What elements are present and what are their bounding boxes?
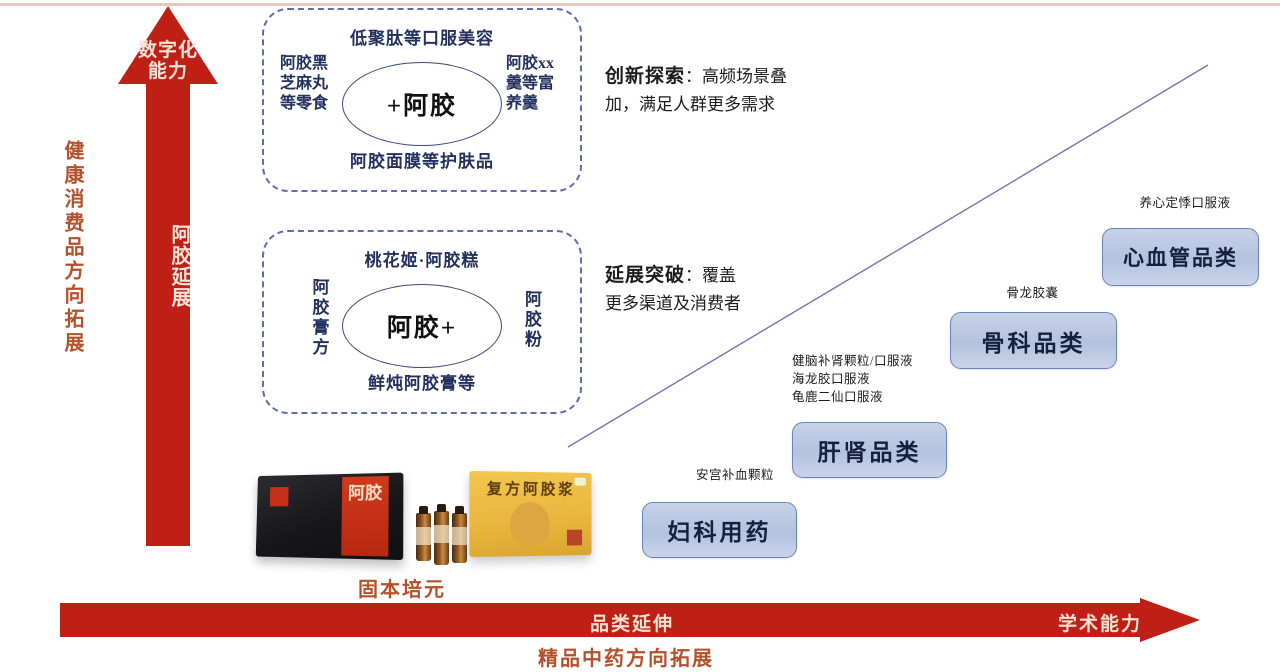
annotation-innovation-line1: 高频场景叠 (702, 67, 788, 86)
vertical-arrow-mid-label: 阿胶延展 (168, 224, 190, 308)
arrow-shaft-vertical (146, 83, 190, 546)
category-gynecology[interactable]: 妇科用药 (642, 502, 797, 558)
plus-ejiao-box-left-caption: 阿胶膏方 (309, 278, 329, 358)
ejiao-plus-box-right-caption: 阿胶xx 羹等富 养羹 (506, 55, 555, 112)
arrow-shaft-horizontal (60, 603, 1145, 637)
ejiao-plus-core-ellipse: +阿胶 (342, 62, 502, 146)
vertical-axis-title: 健康消费品方向拓展 (61, 140, 83, 356)
black-box-red-panel: 阿胶 (341, 475, 389, 557)
arrow-head-up-icon (118, 6, 218, 84)
product-black-gift-box: 阿胶 (252, 460, 422, 565)
vial-2-label (434, 525, 449, 543)
product-gold-gift-box: 复方阿胶浆 (408, 462, 598, 567)
vial-2 (434, 504, 449, 565)
black-box-seal (269, 486, 289, 507)
annotation-extension-line2: 更多渠道及消费者 (605, 293, 741, 313)
plus-ejiao-core-ellipse: 阿胶+ (342, 284, 502, 368)
cardiovascular-note: 养心定悸口服液 (1139, 196, 1231, 210)
liver-kidney-note: 健脑补肾颗粒/口服液 海龙胶口服液 龟鹿二仙口服液 (792, 354, 913, 405)
annotation-extension-line1: 覆盖 (702, 266, 737, 285)
vertical-arrow-top-label: 数字化 能力 (137, 40, 198, 83)
plus-ejiao-box-right-caption: 阿胶粉 (522, 290, 541, 350)
bottom-caption-below: 精品中药方向拓展 (538, 648, 714, 670)
category-cardiovascular[interactable]: 心血管品类 (1102, 228, 1259, 286)
vial-1 (416, 506, 431, 561)
gold-box-body: 复方阿胶浆 (469, 470, 592, 558)
plus-ejiao-box-top-caption: 桃花姬·阿胶糕 (364, 251, 480, 270)
gold-box-label: 复方阿胶浆 (486, 481, 576, 499)
arrow-head-right-icon (1140, 598, 1200, 642)
vertical-growth-arrow: 数字化 能力 阿胶延展 (118, 6, 218, 546)
plus-ejiao-box-bottom-caption: 鲜炖阿胶膏等 (368, 374, 476, 393)
gold-box-stamp-icon (566, 529, 583, 546)
black-box-body: 阿胶 (255, 472, 404, 561)
black-box-label: 阿胶 (347, 483, 383, 503)
vial-1-label (416, 527, 431, 545)
annotation-extension: 延展突破：覆盖 更多渠道及消费者 (605, 262, 885, 316)
ejiao-plus-box-left-caption: 阿胶黑 芝麻丸 等零食 (280, 55, 329, 112)
bottom-arrow-right-label: 学术能力 (1058, 614, 1143, 635)
annotation-extension-title: 延展突破 (605, 265, 686, 286)
annotation-innovation-colon: ： (685, 67, 703, 86)
annotation-innovation-line2: 加，满足人群更多需求 (605, 94, 775, 114)
plus-ejiao-box: 桃花姬·阿胶糕 阿胶+ 阿胶膏方 阿胶粉 鲜炖阿胶膏等 (262, 230, 582, 414)
ejiao-plus-box: 低聚肽等口服美容 +阿胶 阿胶黑 芝麻丸 等零食 阿胶xx 羹等富 养羹 阿胶面… (262, 8, 582, 192)
bottom-arrow-mid-label: 品类延伸 (590, 614, 675, 635)
ejiao-plus-box-top-caption: 低聚肽等口服美容 (350, 29, 494, 48)
top-rule (0, 3, 1280, 6)
category-orthopedics[interactable]: 骨科品类 (950, 312, 1117, 369)
annotation-innovation-title: 创新探索 (605, 66, 686, 87)
gourd-illustration-icon (510, 501, 550, 547)
vial-3 (452, 506, 467, 563)
annotation-innovation: 创新探索：高频场景叠 加，满足人群更多需求 (605, 63, 885, 117)
diagonal-trend-line (567, 64, 1209, 448)
bottom-caption-above: 固本培元 (358, 579, 446, 601)
annotation-extension-colon: ： (685, 266, 703, 285)
ejiao-plus-box-bottom-caption: 阿胶面膜等护肤品 (350, 152, 494, 171)
orthopedics-note: 骨龙胶囊 (1006, 286, 1059, 300)
category-liver-kidney[interactable]: 肝肾品类 (792, 422, 947, 478)
horizontal-axis-arrow: 品类延伸 学术能力 (60, 598, 1200, 642)
vial-3-label (452, 527, 467, 545)
gynecology-note: 安宫补血颗粒 (695, 468, 774, 482)
